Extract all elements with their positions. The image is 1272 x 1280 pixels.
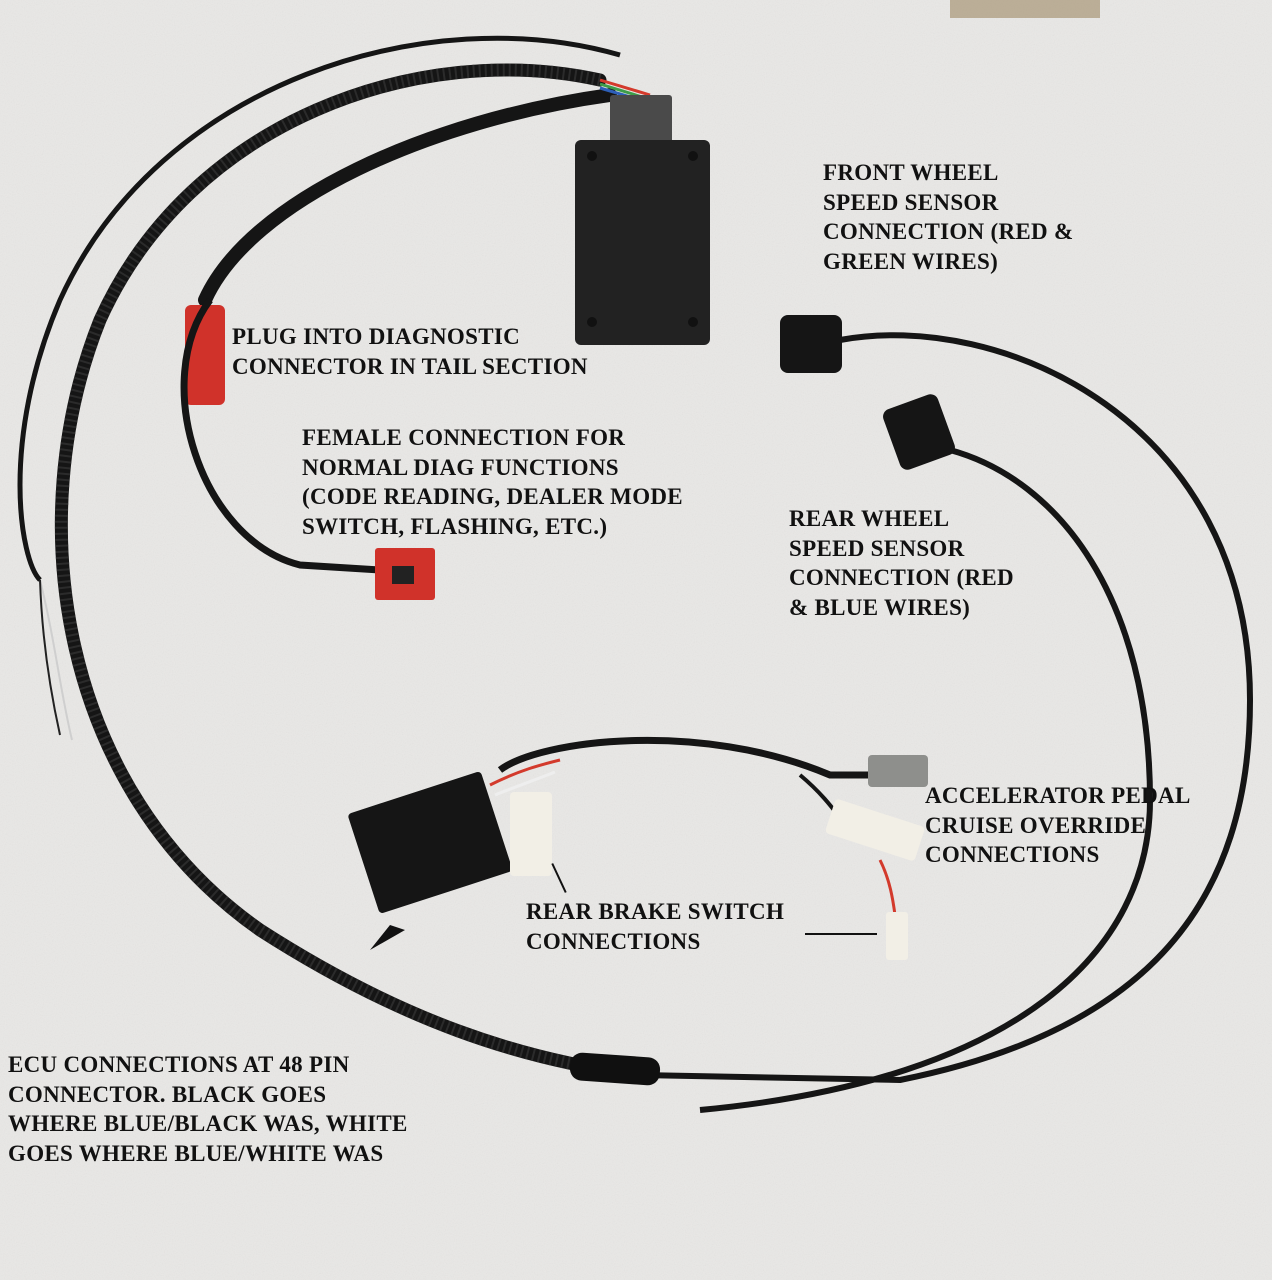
rear-wheel-line-1: REAR WHEEL (789, 506, 950, 531)
accel-white-connector (825, 799, 925, 861)
heat-shrink-junction (569, 1052, 661, 1086)
front-wheel-line-3: CONNECTION (RED & (823, 219, 1074, 244)
front-wheel-label: FRONT WHEEL SPEED SENSOR CONNECTION (RED… (823, 158, 1073, 276)
female-diag-label: FEMALE CONNECTION FOR NORMAL DIAG FUNCTI… (302, 423, 683, 541)
module-screw (688, 317, 698, 327)
rear-brake-leader-line (805, 933, 877, 935)
front-wheel-line-1: FRONT WHEEL (823, 160, 999, 185)
rear-sensor-connector (883, 394, 955, 470)
rear-wheel-line-4: & BLUE WIRES) (789, 594, 971, 620)
brake-small-white-connector (886, 912, 908, 960)
control-module (575, 140, 710, 345)
ecu-connector-tab (370, 925, 405, 950)
ecu-label: ECU CONNECTIONS AT 48 PIN CONNECTOR. BLA… (8, 1050, 408, 1168)
rear-wheel-line-2: SPEED SENSOR (789, 535, 965, 561)
front-wheel-line-2: SPEED SENSOR (823, 189, 999, 215)
lower-harness-wire-red (489, 758, 561, 787)
gray-connector (868, 755, 928, 787)
ecu-line-3: WHERE BLUE/BLACK WAS, WHITE (8, 1111, 408, 1136)
ecu-line-1: ECU CONNECTIONS AT 48 PIN (8, 1052, 350, 1077)
accelerator-line-3: CONNECTIONS (925, 842, 1100, 867)
diag-plug-label: PLUG INTO DIAGNOSTIC CONNECTOR IN TAIL S… (232, 322, 588, 381)
ecu-black-connector (348, 771, 512, 913)
lower-harness-cable (497, 736, 870, 779)
female-diag-line-1: FEMALE CONNECTION FOR (302, 425, 626, 450)
female-diag-cable (180, 297, 381, 574)
module-screw (587, 151, 597, 161)
rear-sensor-cable (699, 447, 1154, 1113)
accelerator-label: ACCELERATOR PEDAL CRUISE OVERRIDE CONNEC… (925, 781, 1191, 870)
brake-loose-wire (878, 859, 897, 916)
diag-red-plug (185, 305, 225, 405)
front-sensor-connector (780, 315, 842, 373)
module-branch-cable (198, 88, 617, 307)
diag-plug-line-2: CONNECTOR IN TAIL SECTION (232, 353, 588, 379)
rear-brake-label: REAR BRAKE SWITCH CONNECTIONS (526, 897, 784, 956)
wood-corner (950, 0, 1100, 18)
female-diag-line-3: (CODE READING, DEALER MODE (302, 484, 683, 509)
rear-brake-line-2: CONNECTIONS (526, 928, 701, 954)
module-wire-bundle (599, 78, 651, 97)
module-screw (587, 317, 597, 327)
ecu-line-2: CONNECTOR. BLACK GOES (8, 1081, 327, 1107)
rear-wheel-label: REAR WHEEL SPEED SENSOR CONNECTION (RED … (789, 504, 1014, 622)
accelerator-line-2: CRUISE OVERRIDE (925, 812, 1147, 838)
female-diag-line-2: NORMAL DIAG FUNCTIONS (302, 454, 619, 480)
outer-thin-wire (17, 35, 621, 582)
ecu-line-4: GOES WHERE BLUE/WHITE WAS (8, 1140, 384, 1166)
main-braided-cable-texture (54, 63, 641, 1082)
loose-white-wire (39, 579, 73, 741)
diag-plug-line-1: PLUG INTO DIAGNOSTIC (232, 324, 521, 349)
accelerator-line-1: ACCELERATOR PEDAL (925, 783, 1191, 808)
module-plug (610, 95, 672, 143)
module-screw (688, 151, 698, 161)
front-wheel-line-4: GREEN WIRES) (823, 248, 999, 274)
lower-harness-wire-white (494, 770, 556, 797)
front-sensor-cable (639, 332, 1254, 1084)
rear-wheel-line-3: CONNECTION (RED (789, 565, 1014, 590)
loose-black-wire (39, 579, 61, 736)
female-diag-slot (392, 566, 414, 584)
brake-white-connector (510, 792, 552, 876)
female-diag-line-4: SWITCH, FLASHING, ETC.) (302, 513, 608, 539)
rear-brake-line-1: REAR BRAKE SWITCH (526, 899, 785, 924)
